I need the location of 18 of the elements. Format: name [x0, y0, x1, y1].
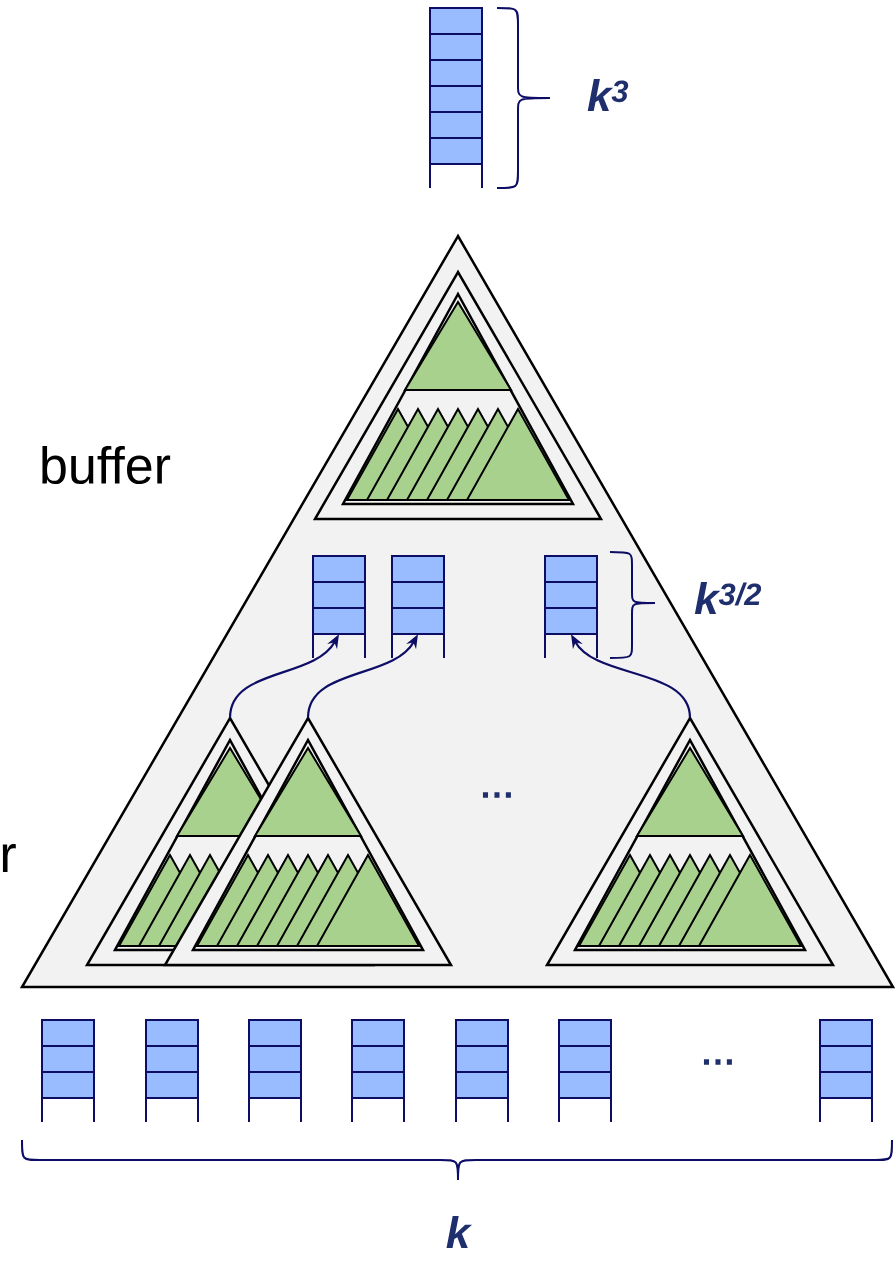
ellipsis: …: [703, 1059, 732, 1065]
buffer-drawing: [391, 555, 445, 659]
buffer-drawing: [248, 1019, 302, 1123]
variable-label: k$^{3}$: [587, 79, 629, 111]
variable-label: k: [446, 1216, 473, 1248]
buffer-drawing: [455, 1019, 509, 1123]
buffer-drawing: [429, 7, 483, 189]
buffer-drawing: [544, 555, 598, 659]
text-label: buffer: [42, 445, 171, 485]
text-label: r: [2, 844, 16, 872]
buffer-drawing: [41, 1019, 95, 1123]
buffer-drawing: [312, 555, 366, 659]
buffer-drawing: [145, 1019, 199, 1123]
ellipsis: …: [482, 792, 511, 798]
buffer-drawing: [819, 1019, 873, 1123]
buffer-drawing: [558, 1019, 612, 1123]
variable-label: k$^{3/2}$: [694, 582, 762, 614]
buffer-drawing: [351, 1019, 405, 1123]
